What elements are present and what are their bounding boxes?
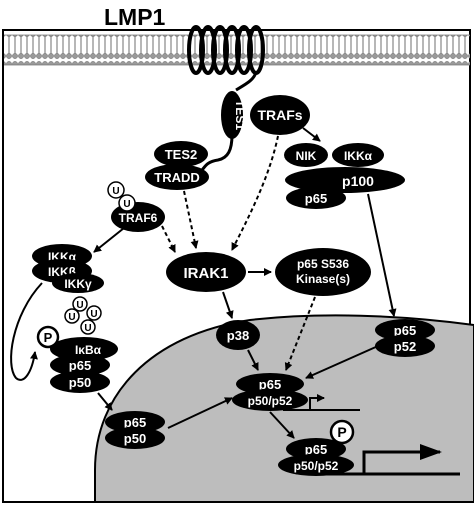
p38-label: p38: [227, 328, 249, 343]
arrow-p38-p65: [247, 349, 259, 371]
arrow-center-bottom: [269, 411, 295, 439]
p65-right-node: [375, 319, 435, 341]
lmp1-cterminal-tail: [198, 134, 234, 174]
tes1-label: TES1: [233, 100, 247, 130]
ikba-node: [50, 337, 118, 361]
irak1-node: [166, 252, 246, 292]
p50p52-center-node: [232, 389, 308, 411]
title-lmp1: LMP1: [104, 4, 166, 30]
p52-right-label: p52: [394, 339, 416, 354]
arrow-irak1-p38: [222, 291, 234, 319]
p65-s536-kinase-node: [275, 248, 371, 296]
arrow-p100-p52: [367, 193, 397, 317]
ubiquitin-icon: [107, 181, 125, 199]
arrow-trafs-nik: [302, 127, 321, 142]
ubiquitin-label: U: [90, 309, 97, 320]
p65-nuc-label: p65: [124, 415, 146, 430]
arrow-p50nuc-p65center: [167, 397, 233, 429]
nik-node: [284, 143, 328, 167]
trafs-node: [250, 95, 310, 135]
arrow-ikk-ikba: [10, 282, 43, 381]
phosphate-label: P: [44, 330, 53, 345]
ubiquitin-label: U: [84, 323, 91, 334]
ubiquitin-icon: [86, 305, 102, 321]
p65-center-label: p65: [259, 377, 281, 392]
p50p52-bottom-label: p50/p52: [294, 459, 339, 473]
p65-right-label: p65: [394, 323, 416, 338]
promoter-small: [283, 394, 360, 411]
p65-bottom-node: [286, 438, 346, 460]
ubiquitin-icon: [72, 296, 88, 312]
arrow-traf6-ikk: [93, 227, 125, 253]
phosphate-bottom-label: P: [337, 424, 346, 440]
p65-kinase-label-line2: Kinase(s): [296, 272, 350, 286]
traf6-label: TRAF6: [119, 211, 158, 225]
p65-kinase-label-line1: p65 S536: [297, 257, 349, 271]
ubiquitin-icon: [118, 194, 136, 212]
tradd-label: TRADD: [154, 170, 200, 185]
arrow-traf6-irak1: [161, 225, 176, 253]
ikkg-label: IKKγ: [64, 277, 92, 291]
p52-right-node: [375, 335, 435, 357]
promoter-large: [320, 444, 460, 476]
ubiquitin-icon: [64, 308, 80, 324]
ubiquitin-icon: [80, 319, 96, 335]
phosphate-bottom-icon: [329, 419, 355, 445]
ubiquitin-label: U: [76, 300, 83, 311]
p65-bottom-label: p65: [305, 442, 327, 457]
p50-left-node: [50, 371, 110, 393]
ikka-top-label: IKKα: [344, 149, 373, 163]
p50p52-center-label: p50/p52: [248, 394, 293, 408]
ubiquitin-label: U: [123, 199, 130, 210]
ikba-label: IκBα: [75, 343, 102, 357]
p50-nuc-node: [105, 427, 165, 449]
p65-center-node: [236, 373, 304, 395]
arrow-trafs-irak1: [231, 135, 279, 251]
p65-left-node: [50, 354, 110, 376]
ubiquitin-label: U: [112, 186, 119, 197]
nik-label: NIK: [296, 149, 317, 163]
p65-top-label: p65: [305, 191, 327, 206]
arrow-cyto-nuc-p65p50: [97, 392, 113, 411]
p65-left-label: p65: [69, 358, 91, 373]
p65-top-node: [286, 187, 346, 209]
tes1-node: [221, 91, 243, 139]
irak1-label: IRAK1: [183, 265, 228, 282]
p50-left-label: p50: [69, 375, 91, 390]
p50-nuc-label: p50: [124, 431, 146, 446]
ikka-top-node: [332, 143, 384, 167]
ubiquitin-label: U: [68, 312, 75, 323]
tes2-label: TES2: [165, 147, 198, 162]
phosphate-icon: [36, 325, 60, 349]
arrow-tradd-irak1: [183, 190, 199, 249]
trafs-label: TRAFs: [257, 107, 302, 123]
p50p52-bottom-node: [278, 454, 354, 476]
p100-node: [285, 167, 405, 193]
arrow-kinase-p65: [284, 296, 316, 371]
lmp1-transmembrane-domain: [187, 25, 265, 92]
p38-node: [216, 320, 260, 350]
tes2-node: [154, 141, 208, 167]
p65-nuc-node: [105, 411, 165, 433]
p100-label: p100: [342, 173, 374, 189]
ikkg-node: [52, 273, 104, 293]
tradd-node: [145, 164, 209, 190]
arrow-p52-p65center: [305, 345, 379, 379]
